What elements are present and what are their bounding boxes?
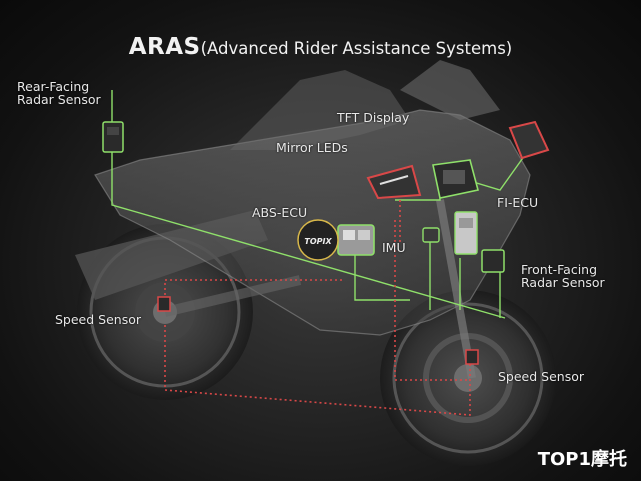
fi-ecu: [454, 211, 478, 255]
front-radar-sensor: [481, 249, 505, 273]
label-abs-ecu: ABS-ECU: [252, 205, 308, 220]
label-fi-ecu: FI-ECU: [497, 195, 539, 210]
label-front-radar-line1: Front-Facing: [521, 262, 598, 277]
title-sub: (Advanced Rider Assistance Systems): [200, 39, 513, 58]
svg-text:TOPIX: TOPIX: [304, 237, 332, 246]
label-mirror-leds: Mirror LEDs: [276, 140, 348, 155]
front-fork: [436, 199, 476, 379]
label-rear-radar-line1: Rear-Facing: [17, 79, 90, 94]
windscreen: [400, 60, 500, 120]
topix-logo: TOPIX: [297, 219, 339, 261]
page-title: ARAS(Advanced Rider Assistance Systems): [0, 34, 641, 60]
front-speed-sensor: [465, 349, 479, 365]
rear-speed-sensor: [157, 296, 171, 312]
mirror-led-left: [366, 164, 422, 200]
tft-display: [432, 159, 479, 199]
label-speed-sensor-front: Speed Sensor: [498, 369, 585, 384]
rear-radar-sensor: [102, 121, 124, 153]
label-tft-display: TFT Display: [337, 110, 410, 125]
label-front-radar-line2: Radar Sensor: [521, 275, 605, 290]
watermark: TOP1摩托: [537, 449, 627, 470]
abs-ecu: [337, 224, 375, 256]
tank: [230, 70, 410, 150]
imu: [422, 227, 440, 243]
swingarm: [163, 275, 302, 317]
label-rear-radar-line2: Radar Sensor: [17, 92, 101, 107]
red-wiring: [164, 190, 471, 416]
label-speed-sensor-rear: Speed Sensor: [55, 312, 142, 327]
title-main: ARAS: [128, 34, 201, 60]
mirror-led-right: [508, 120, 550, 160]
label-imu: IMU: [382, 240, 406, 255]
